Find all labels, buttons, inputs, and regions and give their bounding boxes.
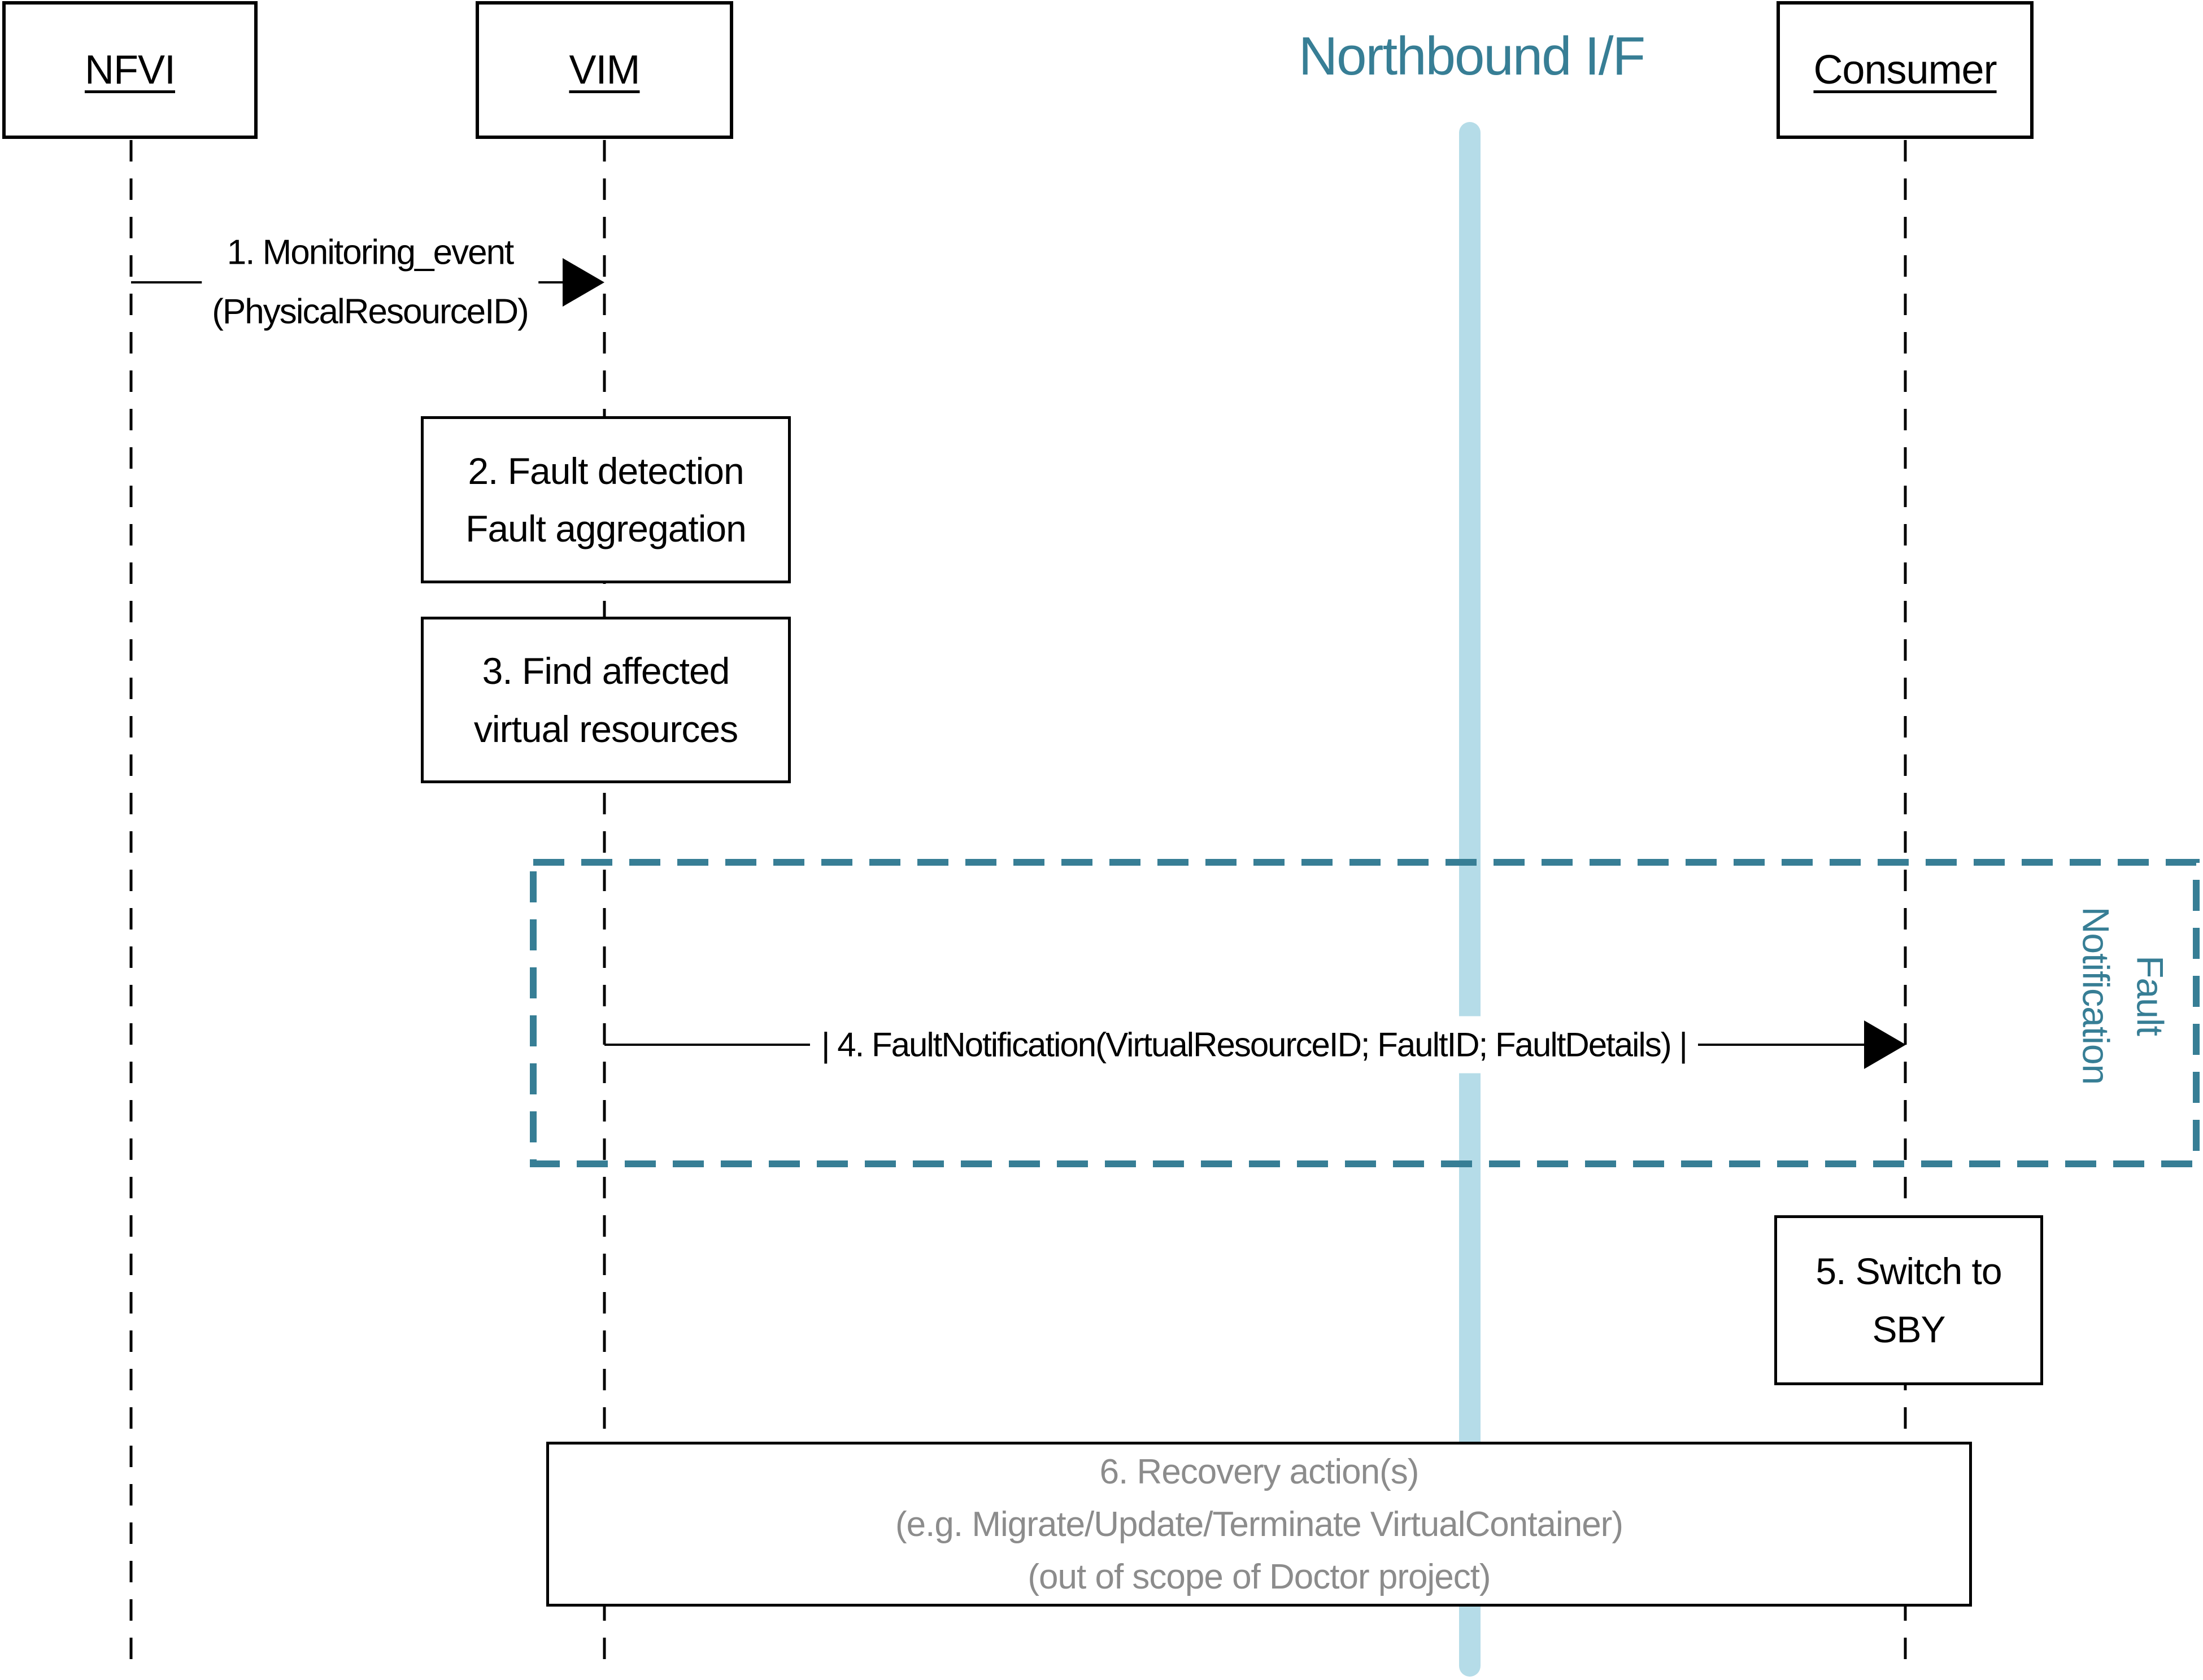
fault-detection-line1: 2. Fault detection	[468, 450, 744, 492]
find-affected-line1: 3. Find affected	[482, 650, 730, 692]
actor-label-nfvi: NFVI	[84, 47, 176, 93]
fault-notification-frame-label: Fault Notification	[2069, 907, 2176, 1085]
actor-label-consumer: Consumer	[1813, 47, 1997, 93]
frame-label-line1: Fault	[2129, 955, 2171, 1036]
message-4-label: | 4. FaultNotification(VirtualResourceID…	[809, 1016, 1699, 1074]
fault-notification-frame	[530, 859, 2200, 1167]
frame-label-line2: Notification	[2075, 906, 2117, 1085]
message-1-arrowhead	[563, 258, 604, 307]
recovery-actions-line3: (out of scope of Doctor project)	[1028, 1557, 1491, 1596]
activity-box-fault-detection: 2. Fault detection Fault aggregation	[421, 416, 791, 583]
actor-box-vim: VIM	[476, 1, 733, 139]
actor-box-nfvi: NFVI	[2, 1, 258, 139]
message-1-label: 1. Monitoring_event (PhysicalResourceID)	[202, 219, 538, 346]
recovery-actions-line2: (e.g. Migrate/Update/Terminate VirtualCo…	[895, 1504, 1623, 1544]
message-4-arrowhead	[1864, 1020, 1906, 1069]
activity-box-find-affected: 3. Find affected virtual resources	[421, 617, 791, 783]
actor-box-consumer: Consumer	[1777, 1, 2034, 139]
find-affected-line2: virtual resources	[473, 708, 738, 750]
message-1-label-line1: 1. Monitoring_event	[227, 233, 515, 272]
activity-box-switch-to-sby: 5. Switch to SBY	[1774, 1215, 2043, 1385]
message-1-label-line2: (PhysicalResourceID)	[212, 293, 529, 331]
northbound-interface-title: Northbound I/F	[1298, 26, 1645, 86]
activity-box-recovery-actions: 6. Recovery action(s) (e.g. Migrate/Upda…	[546, 1442, 1972, 1607]
actor-label-vim: VIM	[569, 47, 640, 93]
fault-detection-line2: Fault aggregation	[465, 508, 747, 549]
switch-to-sby-line1: 5. Switch to	[1815, 1250, 2002, 1293]
switch-to-sby-line2: SBY	[1872, 1308, 1945, 1350]
recovery-actions-line1: 6. Recovery action(s)	[1099, 1452, 1420, 1491]
